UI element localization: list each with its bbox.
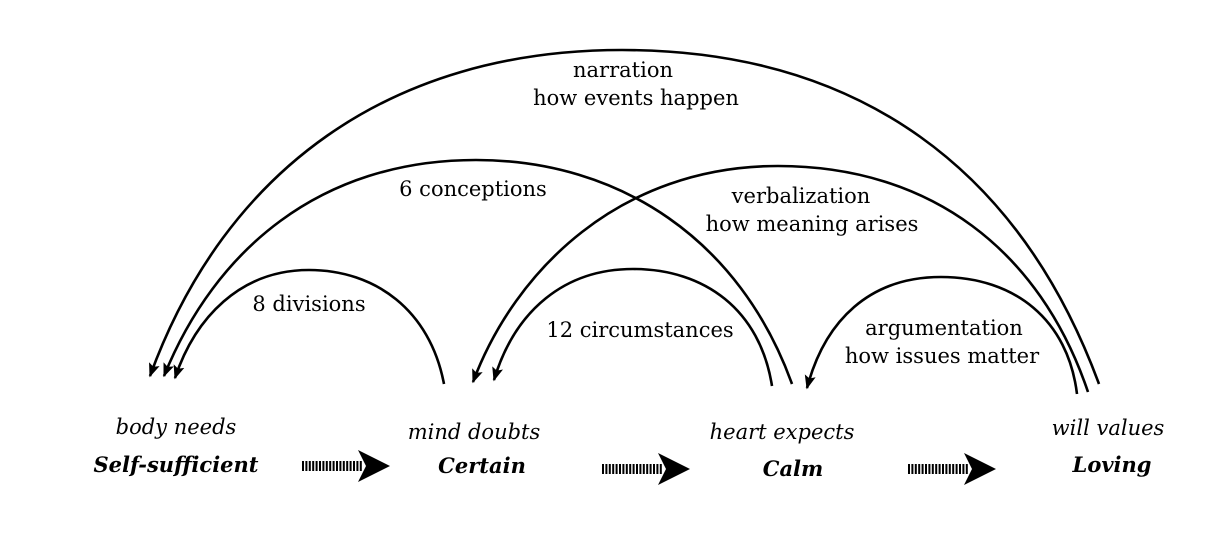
arc-verbalization [471, 164, 1090, 393]
arc-circumstances [492, 267, 774, 387]
arc-label-verbalization-1: verbalization [731, 184, 871, 208]
arc-label-divisions: 8 divisions [252, 292, 365, 316]
node-role-heart: heart expects [710, 420, 855, 444]
arc-divisions [173, 268, 446, 385]
arc-argumentation [804, 275, 1079, 395]
arc-label-narration-1: narration [573, 58, 673, 82]
arc-label-verbalization-2: how meaning arises [706, 212, 919, 236]
arc-label-conceptions: 6 conceptions [399, 177, 547, 201]
node-state-mind: Certain [438, 453, 526, 478]
flow-arrow-1 [302, 450, 390, 482]
node-role-will: will values [1052, 416, 1165, 440]
arc-label-argumentation-1: argumentation [865, 316, 1023, 340]
flow-arrow-3 [908, 453, 996, 485]
arc-label-circumstances: 12 circumstances [546, 318, 733, 342]
node-state-heart: Calm [763, 456, 824, 481]
flow-arrow-2 [602, 453, 690, 485]
node-role-body: body needs [116, 415, 237, 439]
node-state-body: Self-sufficient [93, 452, 258, 477]
node-state-will: Loving [1072, 452, 1152, 477]
arc-label-narration-2: how events happen [533, 86, 739, 110]
arc-narration [148, 48, 1101, 385]
arc-conceptions [162, 158, 794, 385]
arc-label-argumentation-2: how issues matter [845, 344, 1040, 368]
node-role-mind: mind doubts [408, 420, 541, 444]
